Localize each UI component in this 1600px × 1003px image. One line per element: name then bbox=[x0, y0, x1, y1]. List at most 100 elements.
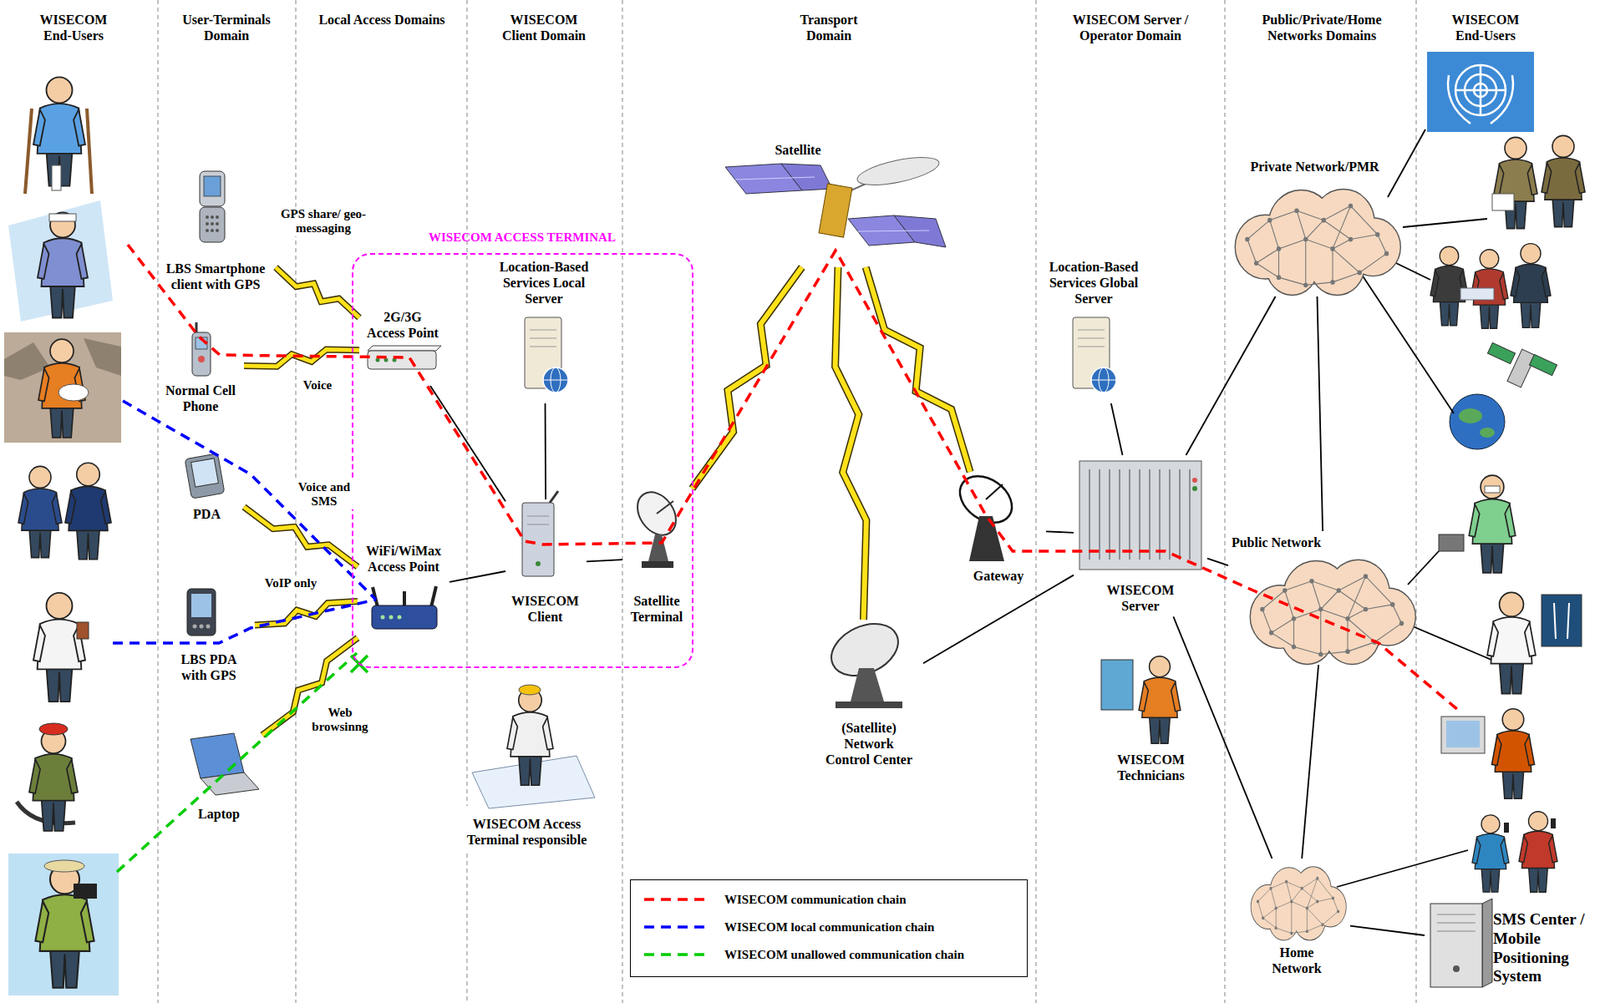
column-header: WISECOM Server / Operator Domain bbox=[1063, 11, 1198, 44]
device-icons bbox=[200, 772, 260, 796]
end-user-figures-right bbox=[1487, 342, 1515, 364]
end-user-figures-right bbox=[1492, 193, 1514, 211]
device-icons bbox=[858, 230, 930, 232]
end-user-figures-right bbox=[1458, 408, 1483, 424]
device-icons bbox=[199, 207, 225, 243]
column-header-box: WISECOM End-Users bbox=[1443, 11, 1528, 44]
wired-link bbox=[1046, 531, 1074, 534]
home-network-cloud: Home Network bbox=[1243, 858, 1351, 981]
end-user-figures-right bbox=[1430, 246, 1468, 326]
technicians-node: WISECOM Technicians bbox=[1086, 639, 1218, 787]
column-header-box: Transport Domain bbox=[787, 11, 871, 44]
end-user-figures-left bbox=[25, 108, 32, 194]
node-label: SMS Center / Mobile Positioning System bbox=[1493, 910, 1592, 987]
device-icons bbox=[854, 152, 941, 191]
column-dividers bbox=[157, 0, 1417, 1003]
wireless-link-outline bbox=[691, 267, 803, 489]
column-header: WISECOM Client Domain bbox=[495, 11, 593, 44]
end-user-figures-right bbox=[1460, 288, 1494, 300]
wireless-link-bolt bbox=[691, 267, 803, 489]
device-icons bbox=[1168, 469, 1171, 560]
column-dividers bbox=[157, 0, 158, 1003]
device-icons bbox=[215, 222, 219, 226]
end-user-figures-right bbox=[1427, 51, 1585, 893]
wired-link-line bbox=[1111, 403, 1123, 456]
end-user-figures-left bbox=[8, 200, 113, 322]
network-wires bbox=[1387, 129, 1426, 198]
device-icons bbox=[1482, 899, 1493, 988]
legend-text: WISECOM unallowed communication chain bbox=[724, 947, 965, 963]
wired-link-line bbox=[1207, 558, 1229, 567]
device-icons bbox=[549, 491, 559, 503]
end-user-figures-right bbox=[1487, 592, 1536, 694]
end-user-figures-right bbox=[1479, 65, 1483, 116]
device-icons bbox=[1192, 477, 1198, 483]
edge-label: Web browsinng bbox=[306, 706, 374, 736]
wireless-link bbox=[691, 267, 803, 489]
column-header: Transport Domain bbox=[787, 11, 871, 44]
column-header: User-Terminals Domain bbox=[172, 11, 281, 44]
green-chain bbox=[116, 653, 357, 873]
end-user-figures-right bbox=[1493, 137, 1538, 229]
device-icons bbox=[1148, 469, 1151, 560]
wireless-link bbox=[835, 267, 867, 620]
network-clouds bbox=[1250, 560, 1416, 665]
wireless-link-outline bbox=[275, 267, 360, 318]
device-icons bbox=[206, 624, 211, 630]
wired-link-line bbox=[1301, 665, 1319, 859]
end-user-figures-right bbox=[1427, 51, 1534, 133]
end-user-figures-right bbox=[1550, 818, 1556, 829]
edge-label: Voice bbox=[301, 378, 334, 393]
laptop-node: Laptop bbox=[177, 731, 263, 828]
wireless-link-bolt bbox=[275, 267, 360, 318]
edge-label-box: Web browsinng bbox=[306, 706, 374, 736]
group-title: WISECOM ACCESS TERMINAL bbox=[353, 229, 691, 245]
node-label: WISECOM Access Terminal responsible bbox=[457, 816, 596, 849]
edge-label: Voice and SMS bbox=[290, 480, 358, 510]
end-user-figures-left bbox=[4, 332, 122, 443]
wireless-link-outline bbox=[243, 507, 358, 568]
end-user-figures-left bbox=[76, 622, 89, 640]
cross-mark bbox=[350, 655, 368, 673]
device-icons bbox=[527, 516, 549, 518]
wired-link bbox=[449, 571, 506, 583]
legend-box: WISECOM communication chainWISECOM local… bbox=[629, 879, 1028, 978]
wired-link bbox=[1173, 616, 1272, 859]
network-clouds bbox=[1250, 867, 1346, 940]
device-icons bbox=[1437, 923, 1476, 925]
device-icons bbox=[1077, 330, 1105, 347]
wired-link-line bbox=[1186, 296, 1276, 456]
device-icons bbox=[985, 484, 1003, 500]
legend-sample bbox=[642, 891, 710, 909]
device-icons bbox=[735, 177, 815, 180]
end-user-figures-right bbox=[1490, 75, 1514, 124]
node-label: Satellite bbox=[764, 142, 832, 158]
lbs-pda-node: LBS PDA with GPS bbox=[162, 584, 255, 687]
device-icons bbox=[203, 176, 221, 197]
end-user-figures-left bbox=[51, 165, 61, 191]
node-label: WISECOM Server bbox=[1098, 582, 1183, 615]
device-icons bbox=[367, 350, 437, 370]
wireless-link-outline bbox=[865, 267, 971, 473]
end-user-figures-left bbox=[58, 384, 89, 402]
end-user-figures-left bbox=[39, 723, 68, 736]
end-user-figures-right bbox=[1472, 815, 1509, 893]
node-label: WiFi/WiMax Access Point bbox=[361, 543, 446, 575]
wireless-link bbox=[865, 267, 971, 473]
global-server-node: Location-Based Services Global Server bbox=[1039, 254, 1150, 404]
device-icons bbox=[193, 624, 198, 630]
device-icons bbox=[402, 591, 407, 608]
edge-label: VoIP only bbox=[263, 576, 319, 591]
node-label: PDA bbox=[171, 506, 243, 523]
device-icons bbox=[191, 594, 212, 618]
end-user-figures-right bbox=[1554, 603, 1570, 640]
edge-label-box: GPS share/ geo-messaging bbox=[277, 207, 370, 237]
node-label: Normal Cell Phone bbox=[158, 382, 243, 415]
device-icons bbox=[529, 330, 557, 347]
wired-link bbox=[586, 559, 623, 562]
device-icons bbox=[1437, 914, 1476, 916]
node-label: Location-Based Services Local Server bbox=[492, 259, 595, 308]
device-icons bbox=[1088, 469, 1091, 560]
responsible-node: WISECOM Access Terminal responsible bbox=[457, 680, 598, 851]
device-icons bbox=[1437, 914, 1476, 932]
